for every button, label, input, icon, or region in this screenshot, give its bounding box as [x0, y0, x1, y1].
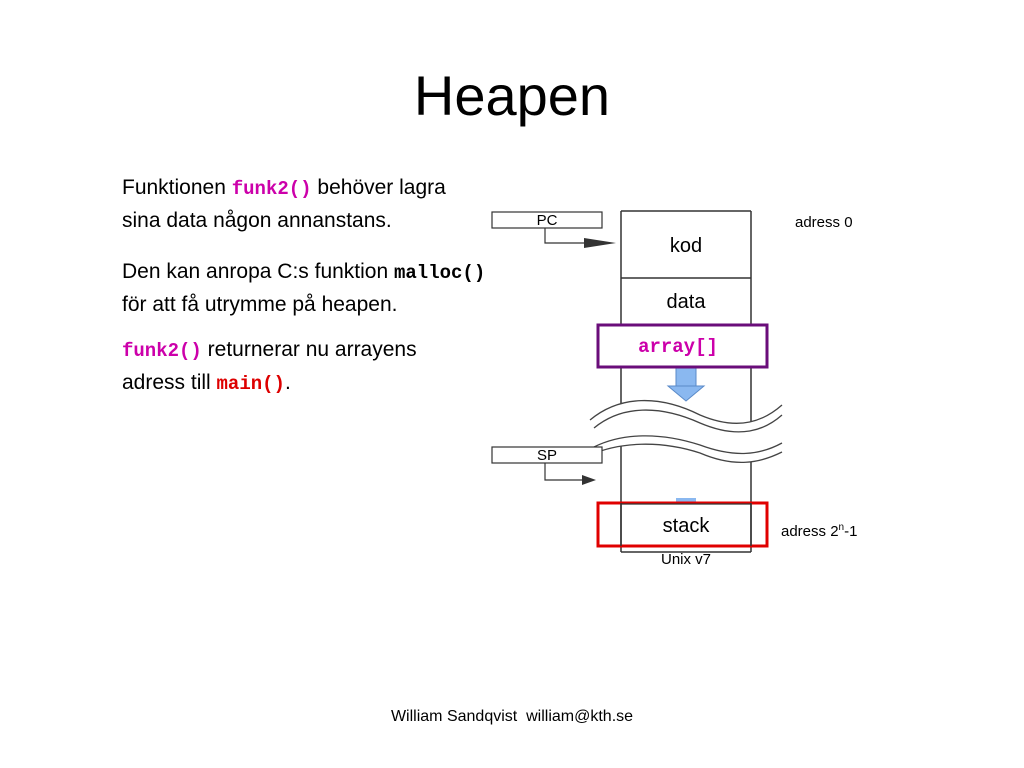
diagram-caption: Unix v7: [661, 551, 711, 568]
sp-arrow-head: [582, 475, 596, 485]
memory-break-wave: [589, 399, 783, 463]
paragraph-3-line-1: funk2() returnerar nu arrayens: [122, 334, 562, 367]
paragraph-3-text: returnerar nu arrayens: [201, 338, 417, 361]
paragraph-1: Funktionen funk2() behöver lagra sina da…: [122, 172, 562, 237]
paragraph-3-period: .: [284, 371, 291, 394]
paragraph-1-text-end: behöver lagra: [311, 176, 446, 199]
slide-title: Heapen: [413, 64, 611, 127]
stack-highlight-box: [596, 501, 769, 548]
paragraph-1-line-1: Funktionen funk2() behöver lagra: [122, 172, 562, 205]
paragraph-2-line-1: Den kan anropa C:s funktion malloc(): [122, 256, 562, 289]
address-bottom-label: adress 2n-1: [781, 522, 857, 540]
segment-stack-label: stack: [663, 515, 711, 537]
paragraph-2-text: Den kan anropa C:s funktion: [122, 260, 394, 283]
paragraph-3-text-2: adress till: [122, 371, 217, 394]
code-funk2: funk2(): [231, 178, 312, 200]
pc-arrow-head: [584, 238, 616, 248]
footer-author: William Sandqvist: [390, 708, 518, 725]
footer-email: william@kth.se: [526, 708, 634, 725]
segment-kod-label: kod: [670, 235, 702, 257]
paragraph-3-line-2: adress till main().: [122, 367, 562, 400]
paragraph-2-line-2: för att få utrymme på heapen.: [122, 293, 398, 316]
sp-label: SP: [537, 447, 557, 464]
pc-register: PC: [491, 211, 616, 248]
stack-growth-arrow: [676, 498, 696, 504]
paragraph-1-text: Funktionen: [122, 176, 232, 199]
paragraph-3: funk2() returnerar nu arrayens adress ti…: [122, 334, 562, 400]
paragraph-1-line-2: sina data någon annanstans.: [122, 209, 392, 232]
code-funk2-return: funk2(): [122, 340, 202, 362]
pc-label: PC: [537, 212, 558, 229]
heap-growth-arrow: [666, 366, 706, 402]
segment-data-label: data: [667, 291, 707, 313]
paragraph-2: Den kan anropa C:s funktion malloc() för…: [122, 256, 562, 321]
array-label: array[]: [638, 336, 718, 358]
array-highlight-box: [596, 323, 769, 369]
code-main: main(): [216, 373, 285, 395]
address-top-label: adress 0: [795, 214, 853, 231]
footer: William Sandqvist william@kth.se: [0, 706, 1024, 728]
sp-register: SP: [491, 446, 603, 485]
code-malloc: malloc(): [394, 262, 486, 284]
